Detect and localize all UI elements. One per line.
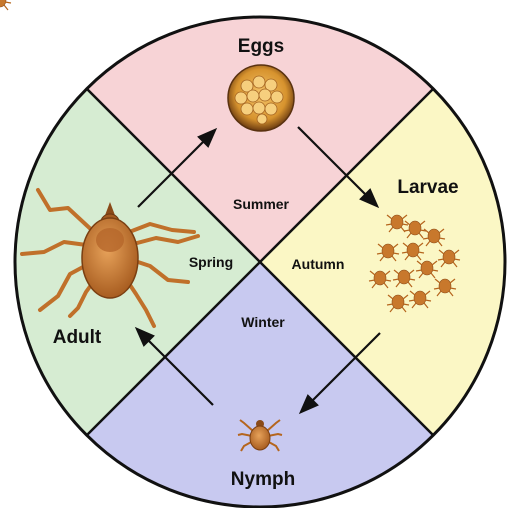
season-label-autumn: Autumn [292, 256, 345, 272]
stage-label-eggs: Eggs [238, 36, 284, 57]
tick-nymph-icon [238, 420, 282, 451]
stage-label-adult: Adult [53, 327, 102, 348]
stage-label-larvae: Larvae [397, 177, 458, 198]
tick-eggs-photo-icon [228, 65, 294, 131]
season-label-summer: Summer [233, 196, 290, 212]
stage-label-nymph: Nymph [231, 469, 295, 490]
season-label-winter: Winter [241, 314, 285, 330]
season-label-spring: Spring [189, 254, 233, 270]
